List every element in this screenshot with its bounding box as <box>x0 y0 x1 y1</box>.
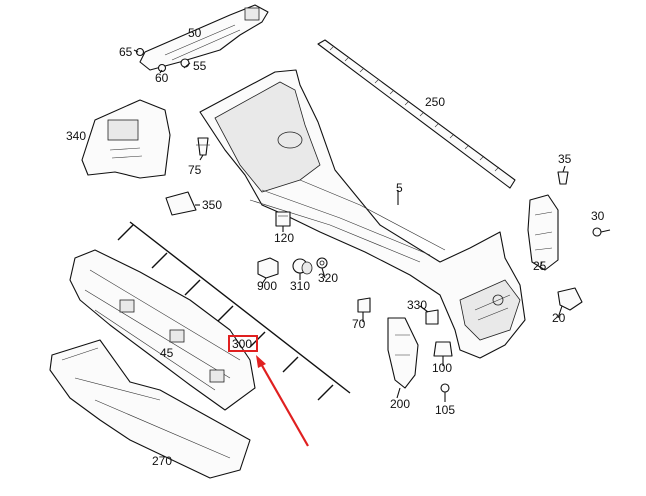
callout-105: 105 <box>435 403 455 417</box>
callout-300: 300 <box>232 337 252 351</box>
part-105-screw <box>440 383 450 402</box>
callout-labels: 50 65 55 60 250 340 35 75 5 350 30 120 2… <box>66 26 605 468</box>
callout-45: 45 <box>160 346 174 360</box>
part-350-pad <box>165 191 197 216</box>
callout-60: 60 <box>155 71 169 85</box>
part-120-clip <box>275 211 291 227</box>
callout-200: 200 <box>390 397 410 411</box>
part-330-clip <box>425 309 439 325</box>
callout-5: 5 <box>396 181 403 195</box>
highlight-arrow <box>259 361 309 447</box>
part-25-side-bracket <box>527 194 559 271</box>
highlight-arrowhead <box>256 355 266 368</box>
part-70-clip <box>357 297 371 313</box>
callout-330: 330 <box>407 298 427 312</box>
callout-100: 100 <box>432 361 452 375</box>
callout-65: 65 <box>119 45 133 59</box>
part-270-lower-panel <box>49 339 251 479</box>
highlight-300 <box>228 335 309 447</box>
part-20-bracket <box>557 287 583 311</box>
part-65-nut <box>135 47 145 57</box>
part-75-clip <box>196 137 210 156</box>
part-55-clip <box>180 58 190 68</box>
highlight-box <box>228 335 258 352</box>
part-30-screw <box>592 227 611 237</box>
callout-120: 120 <box>274 231 294 245</box>
part-200-lower-bracket <box>387 317 419 389</box>
callout-350: 350 <box>202 198 222 212</box>
callout-30: 30 <box>591 209 605 223</box>
part-250-trim-strip <box>317 39 516 189</box>
callout-55: 55 <box>193 59 207 73</box>
part-45-absorber <box>69 249 256 411</box>
part-340-side-bracket <box>81 99 171 179</box>
part-320-ring <box>316 257 328 269</box>
leader-lines <box>133 49 566 399</box>
callout-270: 270 <box>152 454 172 468</box>
callout-320: 320 <box>318 271 338 285</box>
part-35-clip <box>557 171 569 185</box>
callout-35: 35 <box>558 152 572 166</box>
part-50-bracket <box>139 4 269 71</box>
part-5-bumper-cover <box>199 69 526 359</box>
part-100-clip <box>433 341 453 357</box>
callout-70: 70 <box>352 317 366 331</box>
callout-250: 250 <box>425 95 445 109</box>
callout-75: 75 <box>188 163 202 177</box>
part-60-clip <box>157 63 167 73</box>
callout-50: 50 <box>188 26 202 40</box>
callout-340: 340 <box>66 129 86 143</box>
callout-310: 310 <box>290 279 310 293</box>
callout-900: 900 <box>257 279 277 293</box>
part-900-sensor-holder <box>257 257 279 279</box>
callout-20: 20 <box>552 311 566 325</box>
part-310-sensor <box>292 258 313 275</box>
callout-25: 25 <box>533 259 547 273</box>
